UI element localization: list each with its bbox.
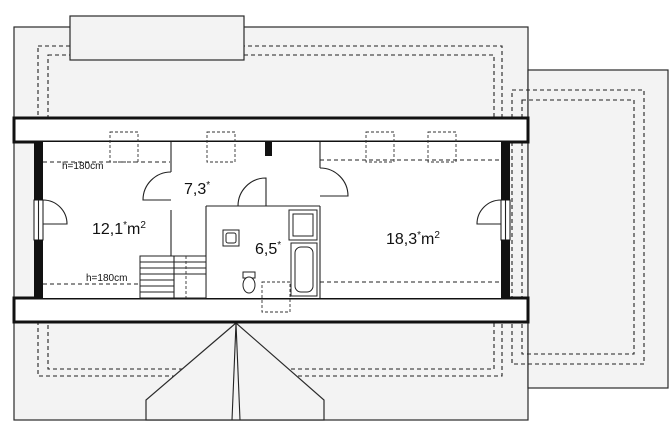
height-notes: h=180cm h=180cm (62, 161, 127, 284)
room-right-area-label: 18,3*m2 (386, 230, 440, 248)
room-left-area-label: 12,1*m2 (92, 220, 146, 238)
top-dormer (69, 15, 245, 61)
roof-right (511, 69, 669, 389)
door-swings (142, 167, 349, 207)
porch-roof (145, 322, 325, 421)
room-labels: 12,1*m2 7,3* 6,5* 18,3*m2 (92, 180, 440, 258)
room-bath-area-label: 6,5* (255, 240, 281, 258)
side-windows (33, 199, 511, 241)
knee-walls (43, 159, 501, 285)
roof-windows (109, 131, 457, 313)
staircase (139, 255, 207, 299)
bathroom-fixtures (222, 209, 318, 297)
height-note-bottom: h=180cm (86, 273, 127, 284)
room-hall-area-label: 7,3* (184, 180, 210, 198)
interior (36, 142, 510, 298)
height-note-top: h=180cm (62, 161, 103, 172)
